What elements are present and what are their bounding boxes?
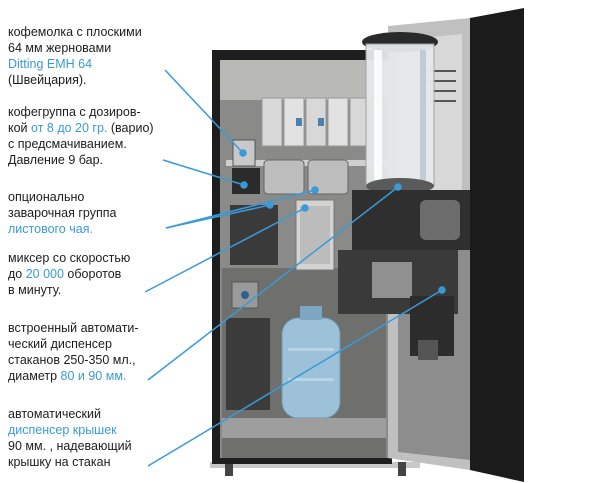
waste-bin — [226, 318, 270, 410]
callout-text: встроенный автомати- ческий диспенсер ст… — [8, 321, 139, 383]
grinder-unit — [232, 139, 256, 167]
callout-text: опционально заварочная группа — [8, 190, 117, 220]
callout-highlight: диспенсер крышек — [8, 423, 117, 437]
ingredient-canisters — [261, 97, 367, 147]
callout-text: 90 мм. , надевающий крышку на стакан — [8, 439, 132, 469]
callout-mixer: миксер со скоростью до 20 000 оборотов в… — [8, 250, 130, 298]
callout-lid-dispenser: автоматический диспенсер крышек 90 мм. ,… — [8, 406, 132, 470]
callout-grinder: кофемолка с плоскими 64 мм жерновами Dit… — [8, 24, 142, 88]
callout-highlight: 20 000 — [25, 267, 64, 281]
cup-dispenser-tube — [362, 32, 438, 194]
callout-text: оборотов в минуту. — [8, 267, 122, 297]
callout-text: кофегруппа с дозиров- кой — [8, 105, 141, 135]
callout-tea-group: опционально заварочная группа листового … — [8, 189, 116, 237]
tea-group-unit — [230, 205, 278, 265]
callout-highlight: от 8 до 20 гр. — [31, 121, 108, 135]
callout-highlight: 80 и 90 мм. — [60, 369, 127, 383]
callout-text: (варио) с предсмачиванием. Давление 9 ба… — [8, 121, 154, 167]
water-bottle — [281, 306, 341, 419]
callout-cup-dispenser: встроенный автомати- ческий диспенсер ст… — [8, 320, 139, 384]
callout-text: автоматический — [8, 407, 101, 421]
callout-text: кофемолка с плоскими 64 мм жерновами — [8, 25, 142, 55]
callout-text: (Швейцария). — [8, 73, 87, 87]
coffee-group-unit — [232, 168, 260, 194]
callout-coffee-group: кофегруппа с дозиров- кой от 8 до 20 гр.… — [8, 104, 154, 168]
callout-text: миксер со скоростью до — [8, 251, 131, 281]
callout-highlight: Ditting EMH 64 — [8, 57, 93, 71]
callout-highlight: листового чая. — [8, 222, 93, 236]
